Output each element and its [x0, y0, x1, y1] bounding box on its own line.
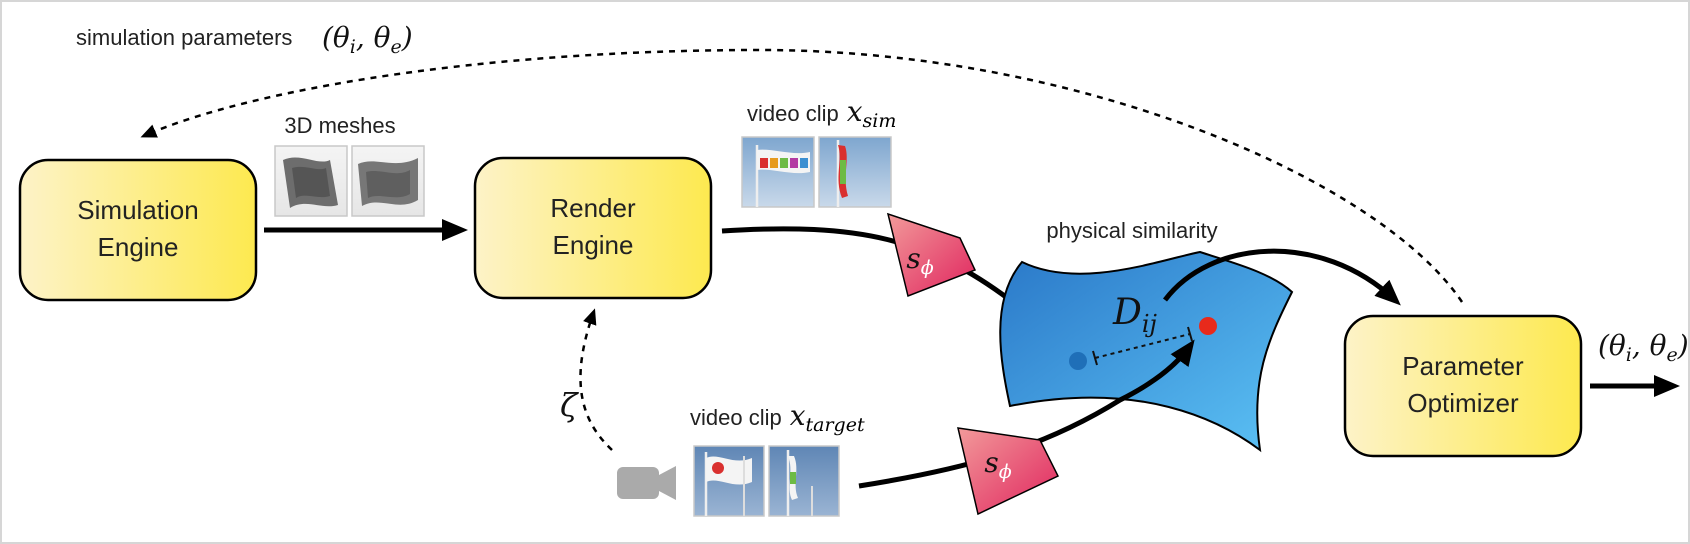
- meshes-label: 3D meshes: [284, 113, 395, 138]
- arrow-camera-to-render: [579, 308, 613, 451]
- arrow-distance-to-optimizer: [1163, 248, 1401, 306]
- svg-text:sϕ: sϕ: [906, 242, 933, 279]
- simulation-engine-node[interactable]: Simulation Engine: [18, 158, 258, 302]
- camera-icon: [617, 466, 676, 500]
- encoder-sim: sϕ: [886, 212, 977, 298]
- encoder-target: sϕ: [957, 427, 1060, 516]
- mesh-thumbnail-1: [274, 145, 348, 217]
- sim-video-frame-2: [818, 136, 892, 208]
- target-embedding-point: [1199, 317, 1217, 335]
- zeta-label: ζ: [560, 386, 579, 424]
- render-engine-line1: Render: [550, 193, 636, 223]
- feedback-dashed-arrow: [140, 48, 1464, 303]
- target-video-frame-1: [693, 445, 765, 517]
- distance-tick-left: [1092, 350, 1098, 366]
- render-engine-node[interactable]: Render Engine: [473, 156, 713, 300]
- distance-label: Dij: [1112, 292, 1158, 338]
- target-video-frame-2: [768, 445, 840, 517]
- distance-tick-right: [1187, 326, 1193, 342]
- embedding-manifold: [999, 250, 1294, 453]
- simulation-parameters-label: simulation parameters: [76, 25, 292, 50]
- simulation-engine-line1: Simulation: [77, 195, 198, 225]
- simulation-parameters-math: (θi, θe): [322, 21, 413, 58]
- mesh-thumbnail-2: [351, 145, 425, 217]
- physical-similarity-label: physical similarity: [1046, 218, 1217, 243]
- svg-text:sϕ: sϕ: [984, 446, 1011, 483]
- arrow-target-to-embedding: [858, 339, 1195, 489]
- parameter-optimizer-node[interactable]: Parameter Optimizer: [1343, 314, 1583, 458]
- render-engine-line2: Engine: [553, 230, 634, 260]
- distance-dashed-line: [1094, 333, 1191, 359]
- sim-video-frame-1: [741, 136, 815, 208]
- parameter-optimizer-line1: Parameter: [1402, 351, 1524, 381]
- output-parameters-math: (θi, θe): [1598, 329, 1689, 366]
- simulation-engine-line2: Engine: [98, 232, 179, 262]
- parameter-optimizer-line2: Optimizer: [1407, 388, 1519, 418]
- sim-embedding-point: [1069, 352, 1087, 370]
